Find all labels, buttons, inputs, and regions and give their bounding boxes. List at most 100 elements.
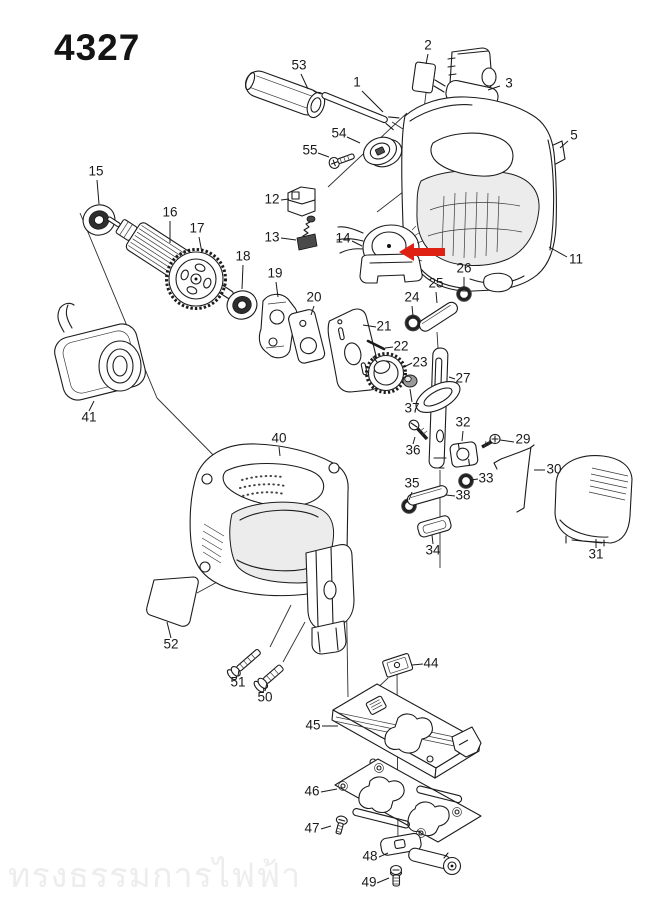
part-29-screw-drawing — [481, 433, 501, 449]
part-52-name-plate-drawing — [146, 576, 199, 627]
leader-line-23 — [403, 362, 413, 368]
part-number-41: 41 — [81, 410, 96, 425]
leader-line-25 — [435, 291, 438, 304]
part-31-cover-drawing — [554, 455, 633, 547]
part-number-16: 16 — [162, 205, 177, 220]
part-11-housing-right-drawing — [401, 96, 557, 293]
part-1-rod-drawing — [313, 90, 400, 131]
leader-line-48 — [378, 852, 389, 858]
part-number-46: 46 — [304, 784, 319, 799]
part-number-21: 21 — [376, 319, 391, 334]
leader-line-52 — [166, 621, 172, 639]
leader-line-32 — [461, 430, 464, 442]
part-number-38: 38 — [455, 488, 470, 503]
part-number-55: 55 — [302, 143, 317, 158]
leader-line-20 — [310, 305, 315, 316]
leader-line-5 — [559, 140, 569, 149]
part-24-o-ring-drawing — [404, 314, 422, 332]
part-number-50: 50 — [257, 690, 272, 705]
part-25-pin-drawing — [418, 301, 458, 332]
part-number-17: 17 — [189, 221, 204, 236]
part-number-3: 3 — [505, 76, 513, 91]
part-number-11: 11 — [569, 252, 583, 267]
part-number-30: 30 — [546, 462, 561, 477]
leader-line-11 — [548, 246, 568, 258]
part-number-37: 37 — [404, 401, 419, 416]
part-number-36: 36 — [405, 443, 420, 458]
part-15-ball-bearing-drawing — [82, 204, 116, 236]
part-number-15: 15 — [88, 164, 103, 179]
part-number-25: 25 — [428, 276, 443, 291]
part-18-ball-bearing-drawing — [226, 290, 258, 320]
part-number-24: 24 — [404, 290, 420, 305]
part-14-controller-drawing — [336, 224, 424, 284]
leader-line-29 — [499, 439, 515, 443]
part-number-22: 22 — [393, 339, 408, 354]
leader-line-1 — [361, 90, 384, 113]
part-38-pin-drawing — [406, 485, 448, 506]
part-2-capacitor-drawing — [411, 61, 446, 94]
part-47-screw-drawing — [335, 815, 348, 835]
part-48-roller-assembly-drawing — [380, 832, 462, 876]
leader-line-12 — [280, 198, 290, 201]
part-number-12: 12 — [264, 192, 279, 207]
part-46-cover-plate-drawing — [334, 758, 482, 843]
part-13-carbon-brush-drawing — [296, 215, 318, 251]
part-number-26: 26 — [456, 261, 471, 276]
part-37-sleeve-drawing — [402, 374, 418, 388]
leader-line-46 — [320, 788, 338, 793]
leader-line-36 — [412, 436, 416, 445]
part-27-slider-rod-drawing — [415, 347, 461, 469]
part-number-52: 52 — [163, 637, 178, 652]
part-34-damper-drawing — [417, 515, 452, 538]
part-number-18: 18 — [235, 249, 250, 264]
part-50-screw-drawing — [253, 664, 284, 693]
part-number-44: 44 — [423, 656, 439, 671]
leader-line-55 — [317, 152, 330, 158]
part-number-34: 34 — [425, 543, 441, 558]
part-33-o-ring-drawing — [458, 473, 474, 489]
leader-line-37 — [409, 388, 413, 403]
page-title: 4327 — [54, 27, 141, 68]
part-17-fan-drawing — [165, 248, 234, 310]
leader-line-35 — [408, 491, 413, 501]
part-number-35: 35 — [404, 476, 419, 491]
part-number-27: 27 — [455, 371, 470, 386]
part-number-31: 31 — [588, 547, 603, 562]
leader-line-15 — [96, 179, 100, 205]
part-number-51: 51 — [230, 675, 245, 690]
part-22-pin-drawing — [366, 339, 386, 351]
part-30-wire-guard-drawing — [493, 444, 535, 513]
leader-line-33 — [470, 478, 479, 481]
part-number-47: 47 — [304, 821, 319, 836]
leader-line-22 — [384, 346, 394, 349]
part-number-48: 48 — [362, 849, 377, 864]
part-number-23: 23 — [412, 355, 427, 370]
leader-line-50 — [264, 682, 268, 692]
part-36-screw-drawing — [408, 419, 429, 441]
leader-line-34 — [431, 534, 434, 545]
leader-line-54 — [346, 136, 361, 144]
leader-line-19 — [275, 281, 279, 298]
part-40-housing-left-drawing — [189, 443, 355, 655]
leader-line-51 — [237, 669, 240, 677]
leader-line-14 — [351, 240, 363, 247]
leader-line-53 — [300, 73, 309, 90]
part-20-plate-drawing — [288, 309, 326, 364]
leader-line-2 — [425, 53, 429, 65]
leader-line-24 — [411, 305, 414, 317]
leader-line-3 — [487, 85, 501, 91]
part-53-grip-tube-drawing — [245, 70, 326, 119]
part-number-5: 5 — [570, 128, 578, 143]
part-41-field-stator-drawing — [54, 302, 146, 401]
part-number-13: 13 — [264, 230, 279, 245]
part-26-o-ring-drawing — [456, 286, 472, 302]
part-number-32: 32 — [455, 415, 470, 430]
part-number-20: 20 — [306, 290, 321, 305]
leader-line-21 — [362, 324, 377, 328]
leader-line-40 — [278, 446, 281, 457]
part-23-gear-drawing — [365, 352, 407, 394]
part-number-49: 49 — [361, 875, 376, 890]
